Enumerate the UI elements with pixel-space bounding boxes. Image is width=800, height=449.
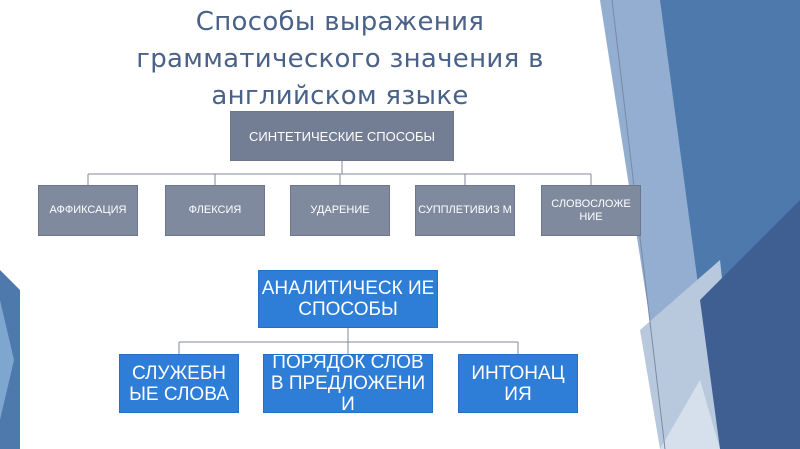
- synthetic-child-node: СУППЛЕТИВИЗ М: [415, 185, 515, 236]
- synthetic-child-node-label: УДАРЕНИЕ: [310, 204, 370, 216]
- analytic-child-node: ИНТОНАЦ ИЯ: [458, 354, 578, 413]
- slide-title: Способы выражения грамматического значен…: [136, 7, 544, 111]
- synthetic-child-node: ФЛЕКСИЯ: [165, 185, 265, 236]
- synthetic-child-node: УДАРЕНИЕ: [290, 185, 390, 236]
- synthetic-child-node: АФФИКСАЦИЯ: [38, 185, 138, 236]
- facet-left-accent: [0, 300, 14, 420]
- analytic-root-node: АНАЛИТИЧЕСК ИЕ СПОСОБЫ: [258, 270, 438, 328]
- facet-dark: [700, 200, 800, 449]
- analytic-root-node-label: АНАЛИТИЧЕСК ИЕ СПОСОБЫ: [261, 278, 435, 320]
- analytic-child-node-label: ИНТОНАЦ ИЯ: [471, 362, 565, 405]
- analytic-child-node: СЛУЖЕБН ЫЕ СЛОВА: [119, 354, 239, 413]
- synthetic-child-node: СЛОВОСЛОЖЕ НИЕ: [541, 185, 641, 236]
- synthetic-root-node-label: СИНТЕТИЧЕСКИЕ СПОСОБЫ: [248, 128, 436, 144]
- analytic-child-node: ПОРЯДОК СЛОВ В ПРЕДЛОЖЕНИ И: [263, 354, 433, 413]
- analytic-child-node-label: СЛУЖЕБН ЫЕ СЛОВА: [129, 362, 229, 405]
- synthetic-child-node-label: СУППЛЕТИВИЗ М: [418, 204, 512, 216]
- synthetic-root-node: СИНТЕТИЧЕСКИЕ СПОСОБЫ: [230, 111, 454, 161]
- synthetic-child-node-label: СЛОВОСЛОЖЕ НИЕ: [551, 197, 631, 223]
- analytic-child-node-label: ПОРЯДОК СЛОВ В ПРЕДЛОЖЕНИ И: [270, 354, 426, 413]
- facet-highlight: [660, 380, 720, 449]
- synthetic-child-node-label: ФЛЕКСИЯ: [188, 204, 242, 216]
- synthetic-child-node-label: АФФИКСАЦИЯ: [49, 204, 127, 216]
